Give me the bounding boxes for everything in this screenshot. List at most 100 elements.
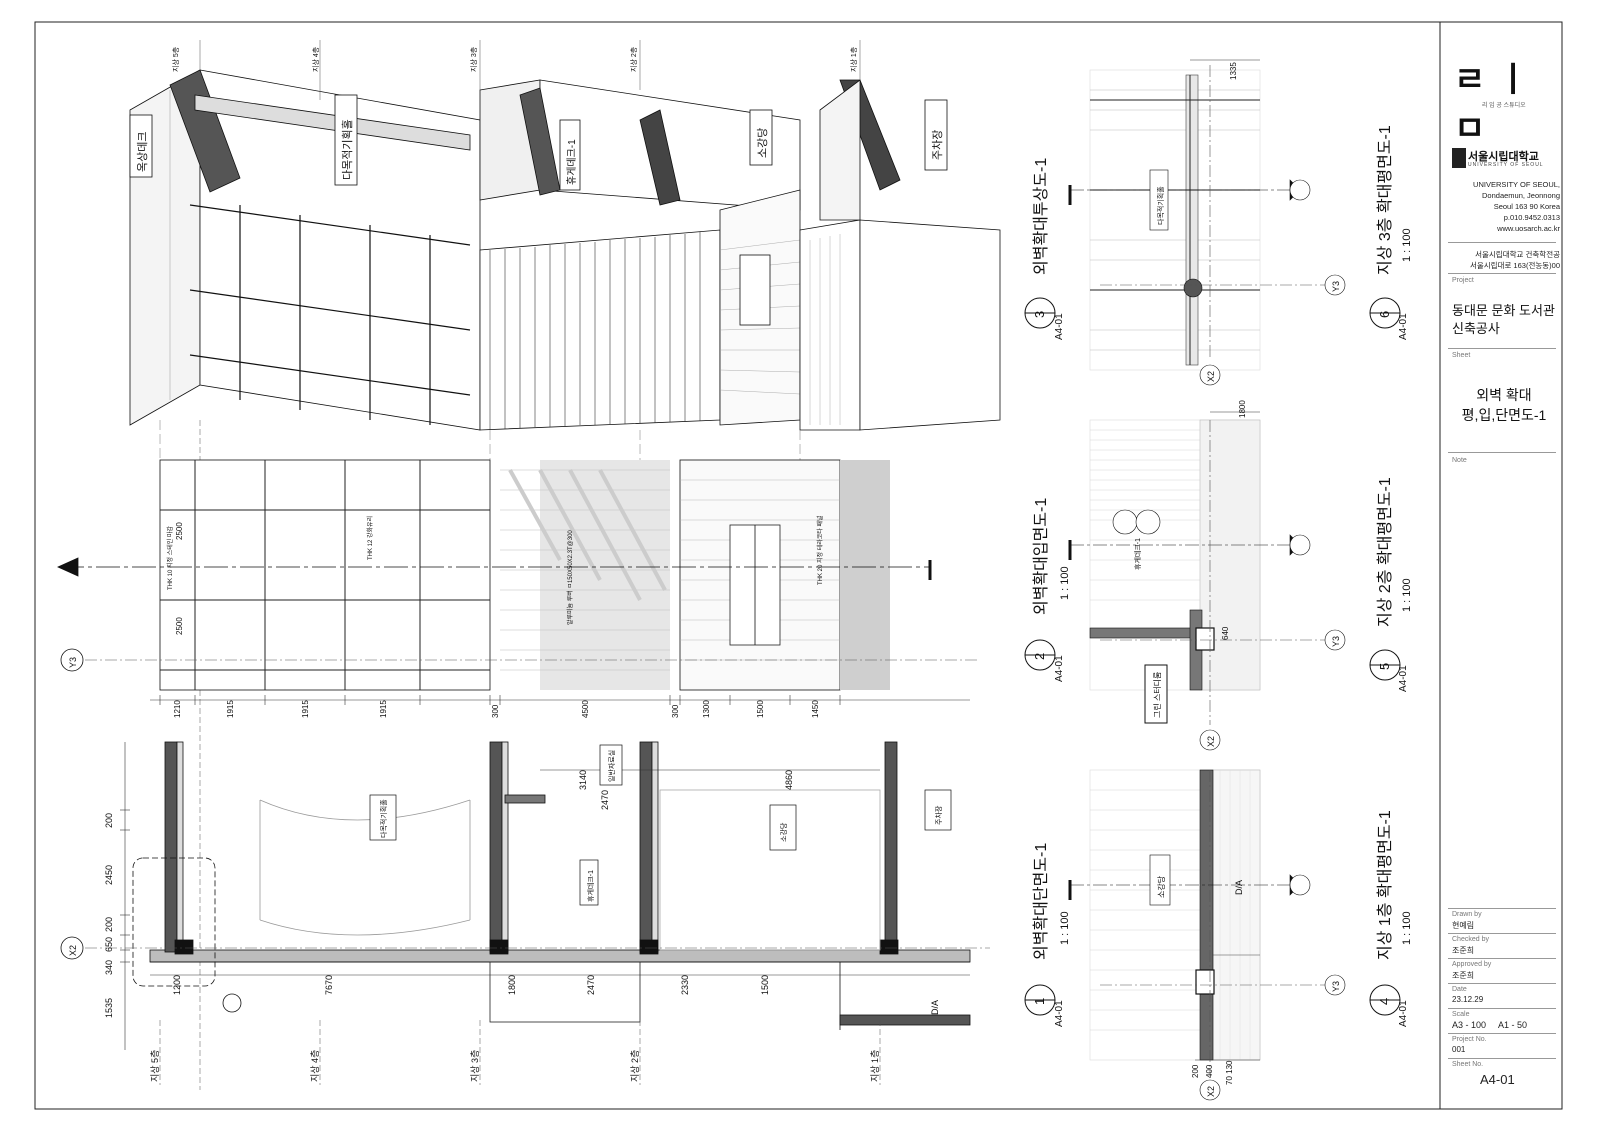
project-label: Project	[1452, 277, 1474, 284]
elev-vdim-0: 2500	[175, 522, 184, 540]
sheet-border	[34, 21, 1563, 1110]
date: 23.12.29	[1452, 995, 1484, 1004]
sec-vdim-1: 2450	[104, 865, 114, 885]
p5-dim: 1800	[1238, 400, 1247, 418]
section-room-tags	[369, 744, 952, 906]
sec-hdim-8: 1200	[172, 975, 182, 995]
view2-title: 외벽확대입면도-1	[1032, 498, 1050, 615]
sheet-label: Sheet	[1452, 352, 1471, 359]
axo-parking-label: 주차장	[931, 130, 944, 160]
p4-grid-x2: X2	[1206, 1086, 1216, 1097]
sec-room-4: 일반자료실	[607, 750, 616, 782]
view6-scale: 1 : 100	[1401, 228, 1413, 262]
view5-scale: 1 : 100	[1401, 578, 1413, 612]
view4-ref: A4-01	[1398, 1000, 1409, 1027]
p4-dim-2: 70 130	[1225, 1060, 1234, 1085]
sheet-no: A4-01	[1480, 1072, 1515, 1087]
view3-title: 외벽확대투상도-1	[1032, 158, 1050, 275]
axo-rest-label: 휴게데크-1	[566, 139, 578, 185]
sec-room-2: 소강당	[779, 822, 788, 842]
p5-grid-x2: X2	[1206, 736, 1216, 747]
sec-hdim-7: 4860	[784, 770, 794, 790]
sec-room-3: 주차장	[934, 805, 943, 825]
view4-number: 4	[1377, 998, 1392, 1005]
section-view	[60, 741, 990, 1085]
axo-floor4: 지상 4층	[311, 46, 320, 72]
address-line-3: p.010.9452.0313	[1503, 213, 1560, 222]
plan-1f-view	[1068, 769, 1346, 1101]
p5-dim2: 640	[1221, 626, 1230, 640]
elev-dim-1: 1915	[226, 700, 235, 718]
view6-ref: A4-01	[1398, 313, 1409, 340]
project-line-1: 신축공사	[1452, 321, 1500, 336]
studio-logo-sub: 리 임 공 스튜디오	[1482, 103, 1526, 109]
sheet-no-label: Sheet No.	[1452, 1061, 1484, 1068]
sec-hdim-6: 2470	[600, 790, 610, 810]
project-no-label: Project No.	[1452, 1036, 1487, 1043]
elev-dim-9: 1450	[811, 700, 820, 718]
axo-floor3: 지상 3층	[469, 46, 478, 72]
p6-room: 다목적기획홀	[1156, 186, 1165, 225]
scale-label: Scale	[1452, 1011, 1470, 1018]
approved-by-label: Approved by	[1452, 961, 1492, 968]
view2-number: 2	[1032, 653, 1047, 660]
university-logo-icon	[1452, 148, 1466, 168]
project-no: 001	[1452, 1045, 1466, 1054]
view6-number: 6	[1377, 311, 1392, 318]
drawn-by: 현예림	[1452, 921, 1475, 930]
view3-ref: A4-01	[1054, 313, 1065, 340]
axo-hall-label: 다목적기획홀	[341, 119, 354, 180]
scale: A3 - 100 A1 - 50	[1452, 1020, 1528, 1030]
p4-da: D/A	[1234, 880, 1244, 895]
address-line-0: UNIVERSITY OF SEOUL,	[1473, 180, 1560, 189]
studio-logo: ㄹㅣㅁ	[1454, 60, 1541, 149]
elev-dim-7: 1300	[702, 700, 711, 718]
p4-grid-y3: Y3	[1331, 981, 1341, 992]
university-name: 서울시립대학교	[1468, 151, 1539, 163]
grid-x2-sec: X2	[68, 945, 78, 956]
sec-floor-4: 지상 4층	[310, 1050, 320, 1082]
approved-by: 조준희	[1452, 971, 1475, 980]
p5-tag: 그린 스터디룸	[1152, 672, 1162, 718]
elev-dim-3: 1915	[379, 700, 388, 718]
drawn-by-label: Drawn by	[1452, 911, 1482, 918]
elev-dim-5: 4500	[581, 700, 590, 718]
p4-room: 소강당	[1156, 875, 1166, 898]
elev-note-1: THK 12 강화유리	[366, 516, 374, 560]
address-line-4: www.uosarch.ac.kr	[1497, 224, 1560, 233]
elev-dim-4: 300	[491, 704, 500, 718]
axo-floor5: 지상 5층	[171, 46, 180, 72]
view2-scale: 1 : 100	[1059, 566, 1071, 600]
axo-rooftop-label: 옥상데크	[136, 132, 149, 172]
sec-hdim-5: 3140	[578, 770, 588, 790]
address-line-1: Dondaemun, Jeonnong	[1482, 191, 1560, 200]
sec-floor-3: 지상 3층	[470, 1050, 480, 1082]
view-markers	[1024, 297, 1401, 1016]
grid-y3-elev: Y3	[68, 657, 78, 668]
checked-by-label: Checked by	[1452, 936, 1489, 943]
elev-note-0: THK 10 지정 스테인 마감	[166, 526, 174, 590]
elev-dim-8: 1500	[756, 700, 765, 718]
p4-dim-0: 200	[1191, 1064, 1200, 1078]
plan-3f-view	[1068, 59, 1346, 386]
sec-floor-2: 지상 2층	[630, 1050, 640, 1082]
elevation-view	[57, 459, 980, 705]
sec-hdim-1: 1800	[507, 975, 517, 995]
p6-dim: 1335	[1229, 62, 1238, 80]
view3-number: 3	[1032, 311, 1047, 318]
title-block: ㄹㅣㅁ 리 임 공 스튜디오 서울시립대학교 UNIVERSITY OF SEO…	[1444, 20, 1564, 1112]
project-line-0: 동대문 문화 도서관	[1452, 303, 1555, 318]
dept-line-0: 서울시립대학교 건축학전공	[1475, 250, 1560, 259]
view5-number: 5	[1377, 663, 1392, 670]
p4-dim-1: 400	[1205, 1064, 1214, 1078]
elev-dim-6: 300	[671, 704, 680, 718]
p5-grid-y3: Y3	[1331, 636, 1341, 647]
axo-floor1: 지상 1층	[849, 46, 858, 72]
date-label: Date	[1452, 986, 1467, 993]
sec-vdim-4: 340	[104, 960, 114, 975]
elev-dim-2: 1915	[301, 700, 310, 718]
sec-hdim-0: 7670	[324, 975, 334, 995]
view6-title: 지상 3층 확대평면도-1	[1376, 125, 1394, 275]
view4-title: 지상 1층 확대평면도-1	[1376, 810, 1394, 960]
